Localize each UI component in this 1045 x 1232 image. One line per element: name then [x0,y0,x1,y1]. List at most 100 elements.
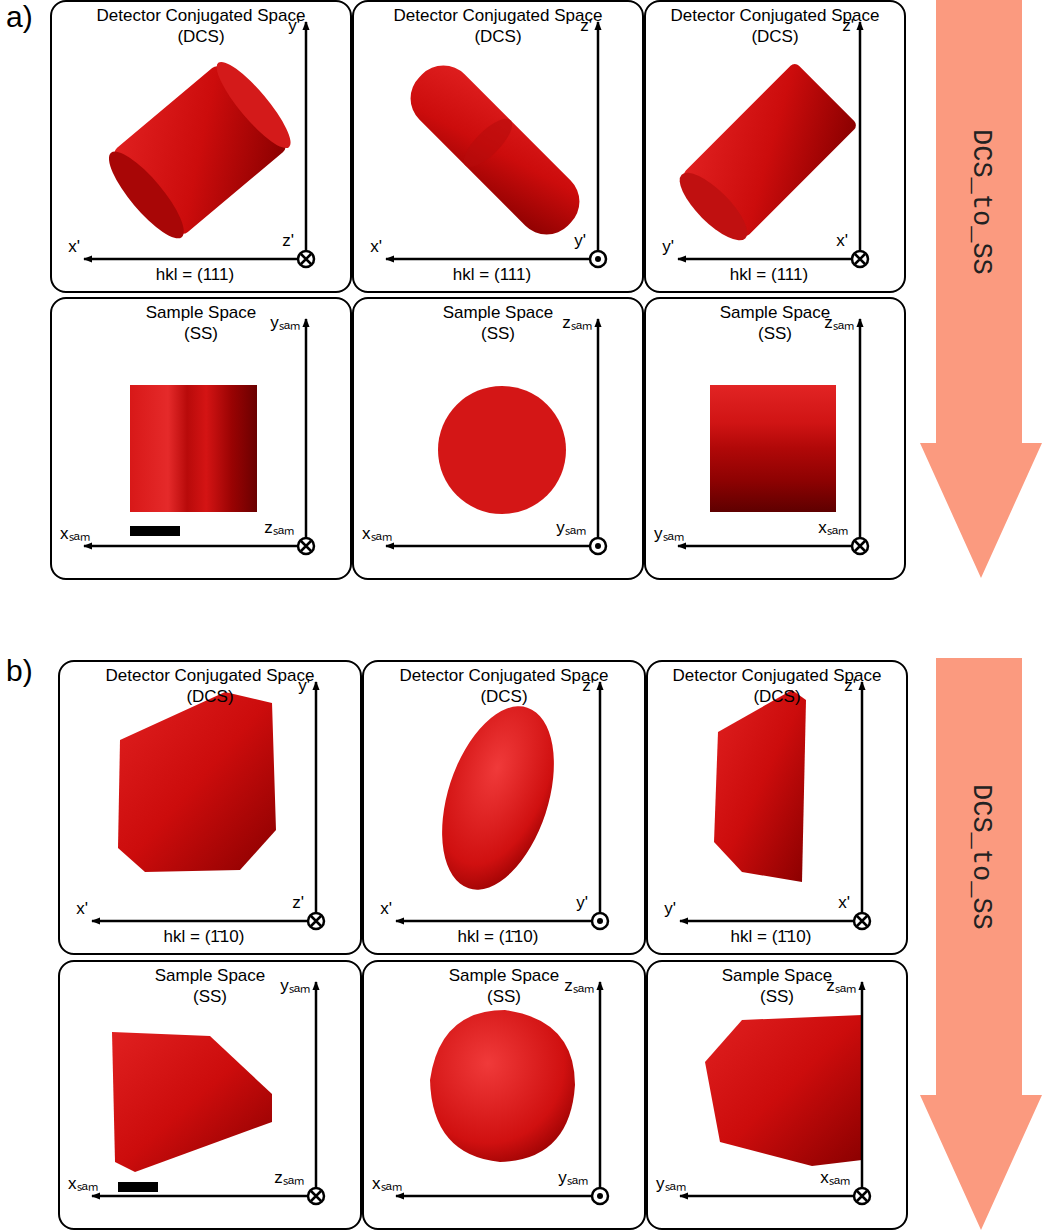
axis-into-page [855,254,865,264]
grain-dcs [714,690,806,882]
axis-label: z' [282,231,294,251]
axis-label: zₛₐₘ [824,313,854,333]
panel-letter: a) [6,0,33,34]
axis-label: y' [288,16,300,36]
axis-label: x' [76,899,88,919]
axis-line [859,22,862,250]
axis-symbol [298,251,314,267]
space-panel: Detector Conjugated Space (DCS)z'x'y'hkl… [352,0,644,293]
axis-line [861,682,864,912]
space-panel: Detector Conjugated Space (DCS)z' y' x' hkl… [644,0,906,293]
axis-label: zₛₐₘ [562,313,592,333]
scale-bar [118,1182,158,1192]
axis-symbol [590,538,606,554]
arrow-label: DCS_to_SS [966,784,996,930]
axis-into-page [857,1191,867,1201]
axis-line [315,682,318,912]
hkl-label: hkl = (1̄10) [731,927,812,947]
axis-label: y' [662,237,674,257]
panel-title: Detector Conjugated Space (DCS) [84,5,319,48]
axis-label: y' [574,231,586,251]
space-panel: Sample Space (SS)zₛₐₘxₛₐₘyₛₐₘ [362,960,646,1230]
cylinder-dcs [99,54,300,248]
space-panel: Sample Space (SS)yₛₐₘxₛₐₘzₛₐₘ [58,960,362,1230]
arrow-shape [920,0,1042,578]
axis-line [597,22,600,250]
axis-label: yₛₐₘ [558,1168,588,1188]
panel-title: Sample Space (SS) [148,965,273,1008]
space-panel: Detector Conjugated Space (DCS)y'x'z'hkl… [50,0,352,293]
axis-line [92,1195,307,1198]
cylinder-side [710,385,836,512]
grain-dcs [421,692,575,904]
panel-title: Sample Space (SS) [139,302,264,345]
axis-label: yₛₐₘ [556,518,586,538]
axis-label: yₛₐₘ [656,1174,686,1194]
axis-symbol [592,913,608,929]
axis-symbol [298,538,314,554]
axis-label: y' [576,893,588,913]
panel-title: Sample Space (SS) [715,965,840,1008]
axis-line [386,258,589,261]
axis-label: z' [582,676,594,696]
axis-into-page [857,916,867,926]
panel-title: Detector Conjugated Space (DCS) [658,5,893,48]
space-panel: Sample Space (SS)yₛₐₘxₛₐₘzₛₐₘ [50,297,352,580]
axis-symbol [854,913,870,929]
axis-line [597,319,600,537]
axis-line [861,982,864,1187]
axis-label: yₛₐₘ [280,976,310,996]
axis-line [84,545,297,548]
axis-out-of-page [597,918,603,924]
scale-bar [130,526,180,536]
hkl-label: hkl = (111) [730,265,808,285]
hkl-label: hkl = (1̄10) [458,927,539,947]
axis-label: x' [380,899,392,919]
axis-symbol [590,251,606,267]
axis-into-page [301,254,311,264]
panel-letter: b) [6,654,33,688]
space-panel: Detector Conjugated Space (DCS)z'x'y'hkl… [362,660,646,955]
axis-line [859,319,862,537]
axis-out-of-page [595,543,601,549]
axis-symbol [308,1188,324,1204]
axis-label: x' [68,237,80,257]
space-panel: Detector Conjugated Space (DCS)z'y'x'hkl… [646,660,908,955]
axis-label: z' [844,676,856,696]
axis-into-page [301,541,311,551]
axis-symbol [852,538,868,554]
axis-line [678,545,851,548]
axis-symbol [854,1188,870,1204]
axis-label: x' [838,893,850,913]
axis-label: z' [842,16,854,36]
space-panel: Sample Space (SS)zₛₐₘyₛₐₘxₛₐₘ [644,297,906,580]
space-panel: Sample Space (SS)zₛₐₘyₛₐₘxₛₐₘ [646,960,908,1230]
axis-line [678,258,851,261]
axis-line [680,1195,853,1198]
transform-arrow: DCS_to_SS [920,658,1042,1230]
space-panel: Sample Space (SS)zₛₐₘxₛₐₘyₛₐₘ [352,297,644,580]
axis-out-of-page [595,256,601,262]
transform-arrow: DCS_to_SS [920,0,1042,578]
axis-label: xₛₐₘ [60,524,90,544]
axis-line [84,258,297,261]
grain-ss [430,1010,575,1162]
axis-line [396,920,591,923]
axis-line [599,682,602,912]
grain-ss [112,1032,272,1172]
axis-label: x' [836,231,848,251]
arrow-shape [920,0,1042,578]
axis-line [396,1195,591,1198]
arrow-label: DCS_to_SS [966,129,996,275]
axis-label: zₛₐₘ [564,976,594,996]
axis-label: y' [298,676,310,696]
arrow-shape [920,658,1042,1230]
axis-symbol [592,1188,608,1204]
cylinder-dcs [398,53,592,247]
panel-title: Detector Conjugated Space (DCS) [660,665,895,708]
grain-dcs [118,692,276,872]
panel-title: Sample Space (SS) [713,302,838,345]
